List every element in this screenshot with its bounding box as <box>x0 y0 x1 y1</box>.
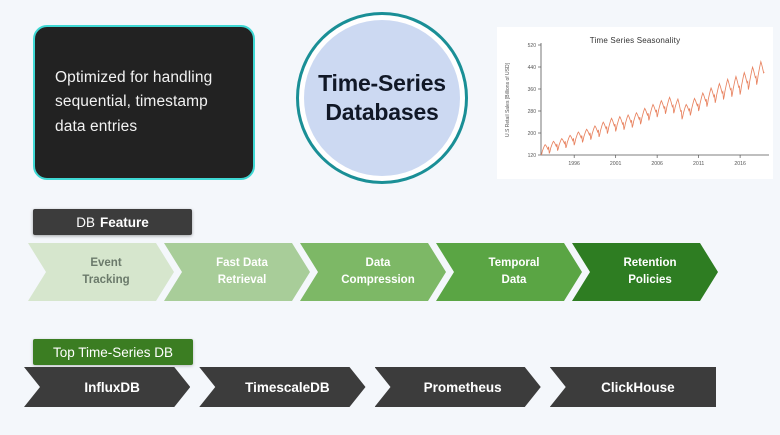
chart-ylabel: U.S Retail Sales [Billions of USD] <box>505 62 511 137</box>
chart-series-line <box>540 59 765 156</box>
database-ribbon-label: TimescaleDB <box>245 379 330 395</box>
chart-svg: 120 200 280 360 440 520 1996 2001 2006 2011 2016 U.… <box>505 43 769 167</box>
info-card: Optimized for handling sequential, times… <box>33 25 255 180</box>
chart-ytick: 440 <box>528 65 537 71</box>
database-ribbon: InfluxDB <box>24 367 190 407</box>
database-ribbon-label: Prometheus <box>423 379 502 395</box>
feature-chevron-line1: Temporal <box>488 257 540 270</box>
chart-xtick: 2016 <box>734 161 746 167</box>
feature-chevron-line1: Fast Data <box>216 257 268 270</box>
chart-ytick: 520 <box>528 43 537 49</box>
chart-ytick: 200 <box>528 131 537 137</box>
chart-ytick: 280 <box>528 109 537 115</box>
database-ribbon-row: InfluxDB TimescaleDB Prometheus ClickHouse <box>24 367 716 407</box>
chart-xtick: 2001 <box>610 161 622 167</box>
chart-xtick: 2011 <box>693 161 704 167</box>
database-ribbon: Prometheus <box>375 367 541 407</box>
title-circle-line1: Time-Series <box>318 70 446 97</box>
title-circle-inner: Time-Series Databases <box>304 20 460 176</box>
top-db-badge-label: Top Time-Series DB <box>52 344 174 360</box>
database-ribbon: TimescaleDB <box>199 367 365 407</box>
db-feature-badge-label-light: DB <box>76 214 95 230</box>
feature-chevron-line2: Policies <box>628 274 672 286</box>
feature-chevron-line1: Data <box>365 257 391 270</box>
database-ribbon: ClickHouse <box>549 367 716 407</box>
chart-xtick: 2006 <box>651 161 663 167</box>
title-circle-line2: Databases <box>325 99 439 125</box>
database-ribbon-label: ClickHouse <box>601 379 675 395</box>
info-card-text: Optimized for handling sequential, times… <box>55 69 213 135</box>
chart-plot-area: 120 200 280 360 440 520 1996 2001 2006 2011 2016 U.… <box>497 27 773 179</box>
chart-title: Time Series Seasonality <box>589 36 681 45</box>
chart-ytick: 120 <box>528 153 537 159</box>
time-series-chart: Time Series Seasonality 120 200 280 360 440 5… <box>497 27 773 179</box>
database-ribbon-label: InfluxDB <box>84 379 140 395</box>
feature-chevron-line2: Retrieval <box>217 274 267 286</box>
feature-chevron-line2: Compression <box>341 274 415 286</box>
feature-chevron-line1: Retention <box>623 257 677 270</box>
feature-chevron-line2: Tracking <box>82 274 130 286</box>
chart-ytick: 360 <box>528 87 537 93</box>
db-feature-badge-label-bold: Feature <box>99 214 149 230</box>
chart-xtick: 1996 <box>568 161 580 167</box>
db-feature-badge: DB Feature <box>33 209 192 235</box>
feature-chevron-line1: Event <box>90 257 122 270</box>
top-db-badge: Top Time-Series DB <box>33 339 193 365</box>
feature-chevron-line2: Data <box>501 274 527 286</box>
title-circle: Time-Series Databases <box>296 12 468 184</box>
